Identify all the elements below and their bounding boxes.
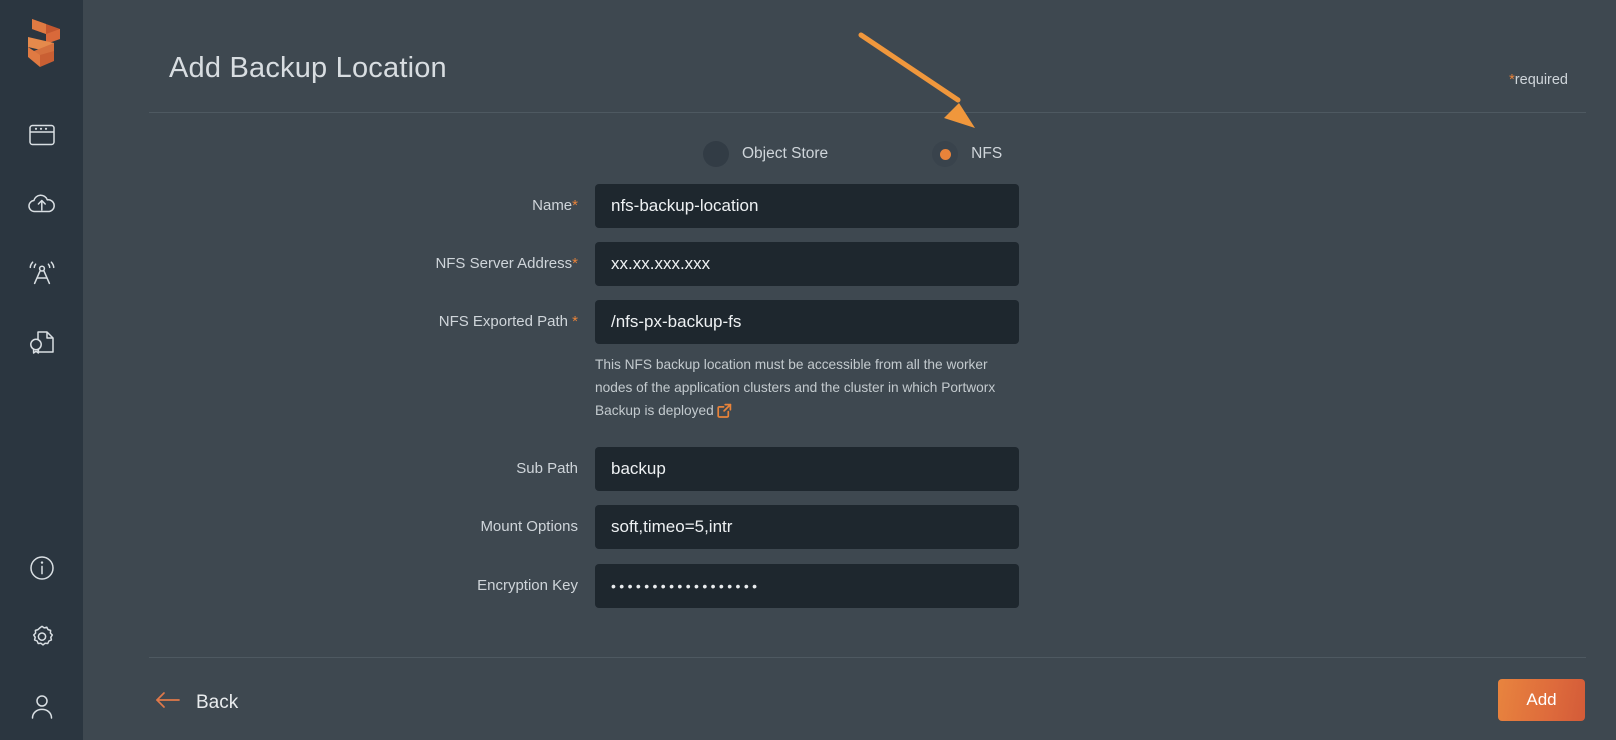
form-row-mount-options: Mount Options (83, 505, 1616, 549)
main-content: Add Backup Location *required Object Sto… (83, 0, 1616, 740)
encryption-key-label: Encryption Key (83, 564, 595, 608)
nfs-exported-path-required-asterisk: * (572, 313, 578, 330)
nfs-exported-path-label: NFS Exported Path * (83, 300, 595, 344)
left-sidebar (0, 0, 83, 740)
name-label: Name* (83, 184, 595, 228)
radio-nfs-label: NFS (971, 145, 1002, 163)
encryption-key-masked-value: •••••••••••••••••• (611, 578, 760, 594)
sidebar-secondary-nav (0, 533, 83, 740)
form-row-name: Name* (83, 184, 1616, 228)
nfs-server-address-field[interactable] (595, 242, 1019, 286)
info-icon (28, 554, 56, 582)
dashboard-window-icon (29, 124, 55, 146)
backup-type-radio-group: Object Store NFS (703, 141, 1002, 167)
sidebar-item-account[interactable] (0, 671, 83, 740)
name-required-asterisk: * (572, 197, 578, 214)
mount-options-label: Mount Options (83, 505, 595, 549)
cloud-upload-icon (27, 192, 57, 216)
page-title: Add Backup Location (169, 52, 447, 85)
radio-object-store-label: Object Store (742, 145, 828, 163)
sidebar-item-backup[interactable] (0, 169, 83, 238)
radio-nfs-indicator[interactable] (932, 141, 958, 167)
sidebar-item-monitor[interactable] (0, 238, 83, 307)
backup-location-form: Name* NFS Server Address* NFS Exported P… (83, 184, 1616, 622)
gear-icon (28, 623, 56, 651)
encryption-key-field[interactable]: •••••••••••••••••• (595, 564, 1019, 608)
arrow-left-icon (155, 691, 181, 714)
portworx-logo-icon (20, 17, 64, 69)
form-row-encryption-key: Encryption Key •••••••••••••••••• (83, 564, 1616, 608)
back-button[interactable]: Back (155, 691, 238, 714)
sidebar-primary-nav (0, 100, 83, 376)
license-document-icon (28, 329, 56, 355)
nfs-exported-path-helper-text: This NFS backup location must be accessi… (595, 353, 1005, 425)
radio-nfs[interactable]: NFS (932, 141, 1002, 167)
required-label: required (1515, 72, 1568, 88)
add-button[interactable]: Add (1498, 679, 1585, 721)
mount-options-field[interactable] (595, 505, 1019, 549)
radio-object-store[interactable]: Object Store (703, 141, 828, 167)
name-field[interactable] (595, 184, 1019, 228)
required-note: *required (1509, 72, 1568, 88)
form-row-nfs-server-address: NFS Server Address* (83, 242, 1616, 286)
sidebar-item-info[interactable] (0, 533, 83, 602)
sub-path-field[interactable] (595, 447, 1019, 491)
footer-divider (149, 657, 1586, 658)
antenna-monitor-icon (27, 260, 57, 286)
header-divider (149, 112, 1586, 113)
sidebar-item-dashboard[interactable] (0, 100, 83, 169)
external-link-icon[interactable] (717, 402, 732, 425)
nfs-server-address-required-asterisk: * (572, 255, 578, 272)
sidebar-item-settings[interactable] (0, 602, 83, 671)
radio-object-store-indicator[interactable] (703, 141, 729, 167)
form-row-sub-path: Sub Path (83, 447, 1616, 491)
nfs-server-address-label: NFS Server Address* (83, 242, 595, 286)
user-icon (28, 692, 56, 720)
nfs-exported-path-field[interactable] (595, 300, 1019, 344)
back-button-label: Back (196, 692, 238, 714)
sidebar-item-license[interactable] (0, 307, 83, 376)
form-row-nfs-exported-path: NFS Exported Path * This NFS backup loca… (83, 300, 1616, 425)
sub-path-label: Sub Path (83, 447, 595, 491)
portworx-logo[interactable] (14, 12, 70, 74)
